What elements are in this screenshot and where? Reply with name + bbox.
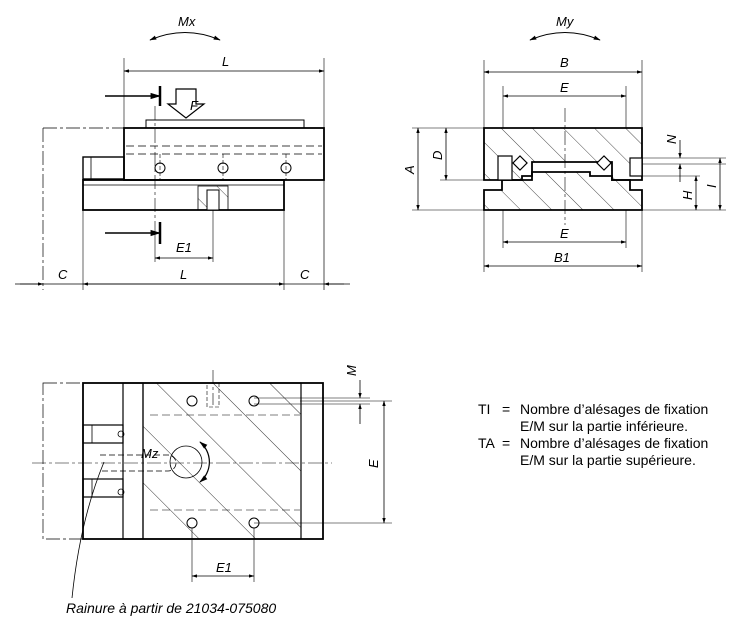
- label-m: M: [344, 365, 359, 376]
- label-b: B: [560, 55, 569, 70]
- label-my: My: [556, 14, 575, 29]
- label-c-left: C: [58, 267, 68, 282]
- top-view: [32, 370, 392, 599]
- legend-item-ti: TI = Nombre d’alésages de fixation E/M s…: [478, 401, 708, 435]
- legend-code: TI: [478, 401, 491, 417]
- label-h: H: [680, 190, 695, 200]
- my-arrow-icon: [529, 32, 601, 41]
- legend-line2: E/M sur la partie supérieure.: [520, 452, 696, 468]
- legend-line2: E/M sur la partie inférieure.: [520, 418, 689, 434]
- label-mx: Mx: [178, 14, 196, 29]
- label-e1-side: E1: [176, 240, 192, 255]
- label-l-top: L: [222, 54, 229, 69]
- label-b1: B1: [554, 250, 570, 265]
- label-d: D: [430, 151, 445, 160]
- label-e-vertical: E: [366, 459, 381, 468]
- legend-equals: =: [502, 401, 511, 417]
- force-arrow-icon: [166, 88, 206, 119]
- legend-item-ta: TA = Nombre d’alésages de fixation E/M s…: [478, 435, 708, 469]
- label-c-right: C: [300, 267, 310, 282]
- label-a: A: [402, 165, 417, 175]
- legend-line1: Nombre d’alésages de fixation: [520, 401, 709, 417]
- legend-equals: =: [502, 435, 511, 451]
- legend-line1: Nombre d’alésages de fixation: [520, 435, 709, 451]
- side-view: [15, 32, 350, 290]
- legend-code: TA: [478, 435, 495, 451]
- label-l-bottom: L: [180, 267, 187, 282]
- top-hatched-area: [142, 382, 302, 540]
- front-view: [412, 32, 726, 272]
- label-force: F: [190, 98, 199, 113]
- label-n: N: [664, 134, 679, 144]
- lower-rail: [82, 179, 285, 211]
- mz-arrow-icon: [199, 441, 210, 483]
- label-e-bottom: E: [560, 226, 569, 241]
- legend: TI = Nombre d’alésages de fixation E/M s…: [478, 401, 708, 469]
- label-i: I: [704, 184, 719, 188]
- groove-caption: Rainure à partir de 21034-075080: [66, 600, 277, 616]
- front-lower-rail: [483, 171, 643, 211]
- label-e-top: E: [560, 80, 569, 95]
- mx-arrow-icon: [149, 32, 221, 41]
- label-e1-top: E1: [216, 560, 232, 575]
- label-mz: Mz: [141, 446, 159, 461]
- groove-leader: [71, 461, 105, 599]
